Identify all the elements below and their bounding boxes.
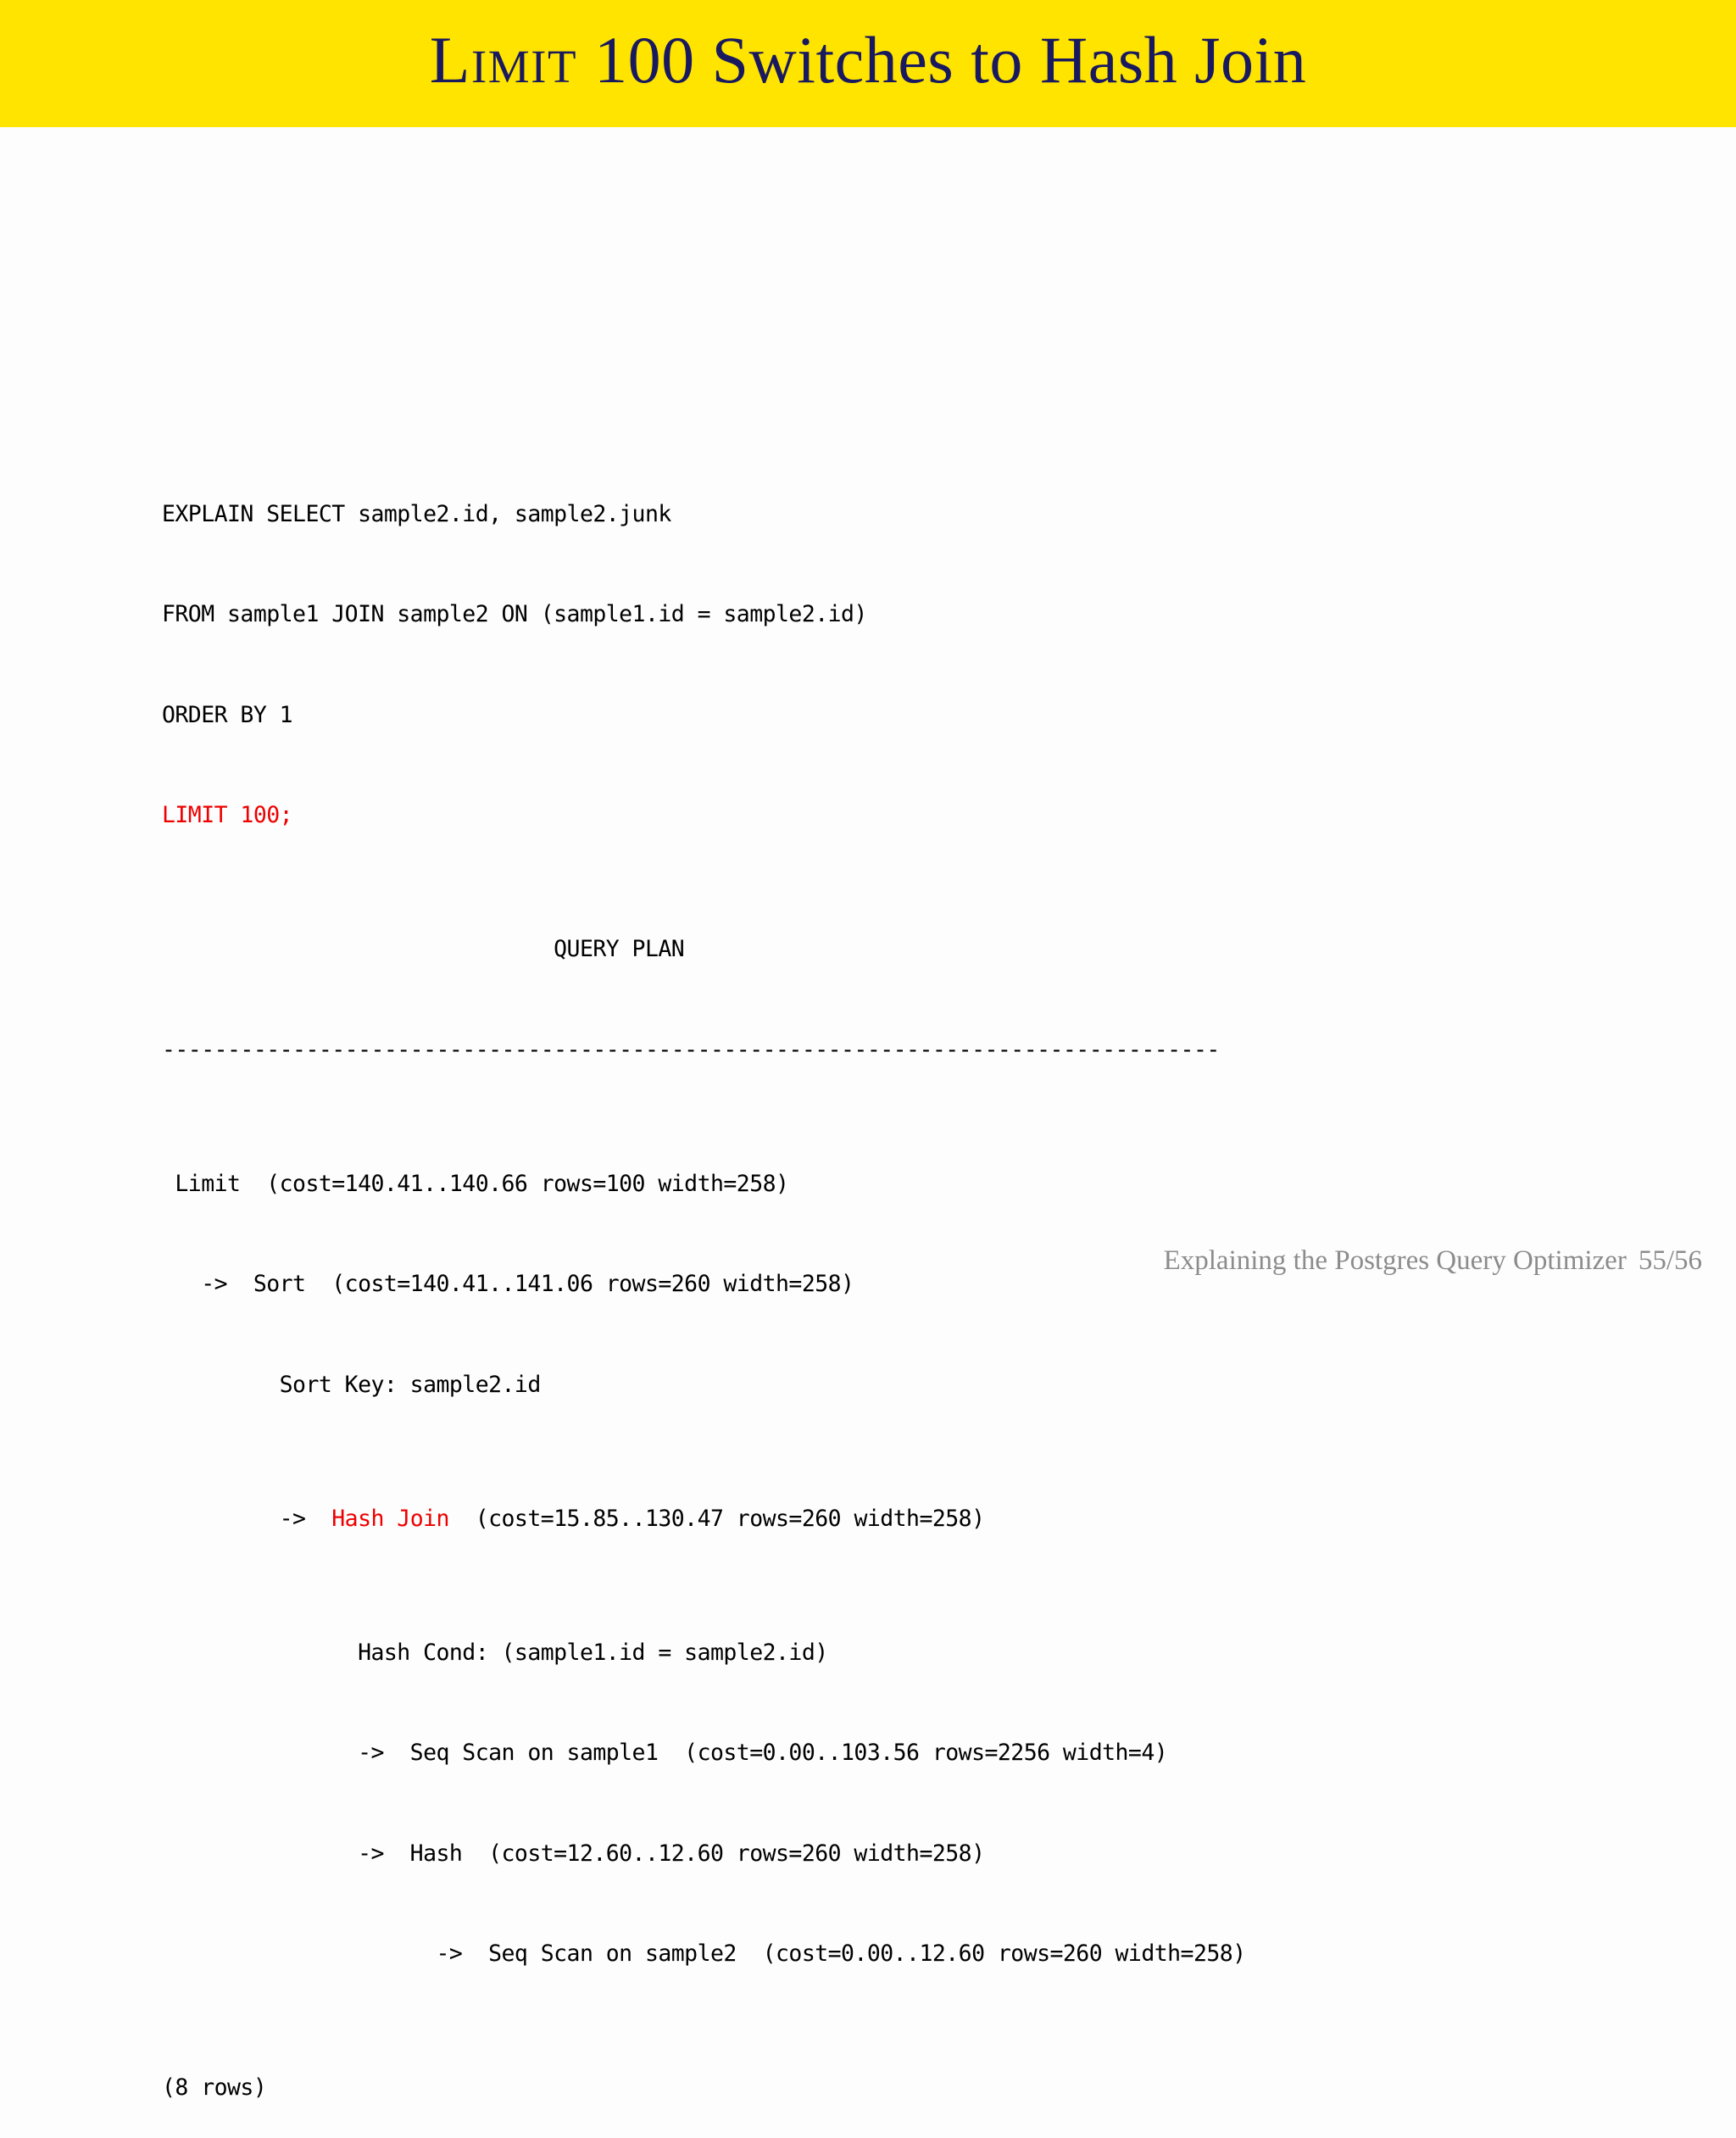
footer: Explaining the Postgres Query Optimizer 5… <box>1164 1245 1702 1277</box>
plan-node-seq-scan-sample1: -> Seq Scan on sample1 (cost=0.00..103.5… <box>162 1740 1168 1766</box>
footer-page-number: 55/56 <box>1638 1245 1702 1276</box>
plan-node-hash-join-cost: (cost=15.85..130.47 rows=260 width=258) <box>448 1505 985 1532</box>
sql-line-explain: EXPLAIN SELECT sample2.id, sample2.junk <box>162 500 671 527</box>
plan-node-hash-join: -> Hash Join (cost=15.85..130.47 rows=26… <box>162 1502 1246 1536</box>
page-title: Limit 100 Switches to Hash Join <box>430 27 1306 93</box>
plan-node-hash: -> Hash (cost=12.60..12.60 rows=260 widt… <box>162 1840 985 1867</box>
plan-row-count: (8 rows) <box>162 2074 267 2101</box>
page-title-keyword: Limit <box>429 23 578 97</box>
plan-node-hash-cond: Hash Cond: (sample1.id = sample2.id) <box>162 1639 828 1666</box>
sql-line-from: FROM sample1 JOIN sample2 ON (sample1.id… <box>162 601 867 627</box>
plan-node-limit: Limit (cost=140.41..140.66 rows=100 widt… <box>162 1170 789 1197</box>
plan-node-hash-join-label: Hash Join <box>331 1505 449 1532</box>
plan-node-hash-join-indent: -> <box>162 1505 332 1532</box>
plan-node-sort-key: Sort Key: sample2.id <box>162 1371 542 1398</box>
footer-title: Explaining the Postgres Query Optimizer <box>1163 1245 1627 1276</box>
explain-output-block: EXPLAIN SELECT sample2.id, sample2.junk … <box>162 397 1246 2138</box>
query-plan-header: QUERY PLAN <box>162 936 685 962</box>
plan-node-seq-scan-sample2: -> Seq Scan on sample2 (cost=0.00..12.60… <box>162 1940 1246 1967</box>
page-title-rest: 100 Switches to Hash Join <box>577 23 1307 97</box>
title-banner: Limit 100 Switches to Hash Join <box>0 0 1736 127</box>
sql-line-limit: LIMIT 100; <box>162 802 293 828</box>
plan-node-sort: -> Sort (cost=140.41..141.06 rows=260 wi… <box>162 1271 854 1297</box>
sql-line-orderby: ORDER BY 1 <box>162 701 293 728</box>
query-plan-rule: ----------------------------------------… <box>162 1036 1220 1063</box>
